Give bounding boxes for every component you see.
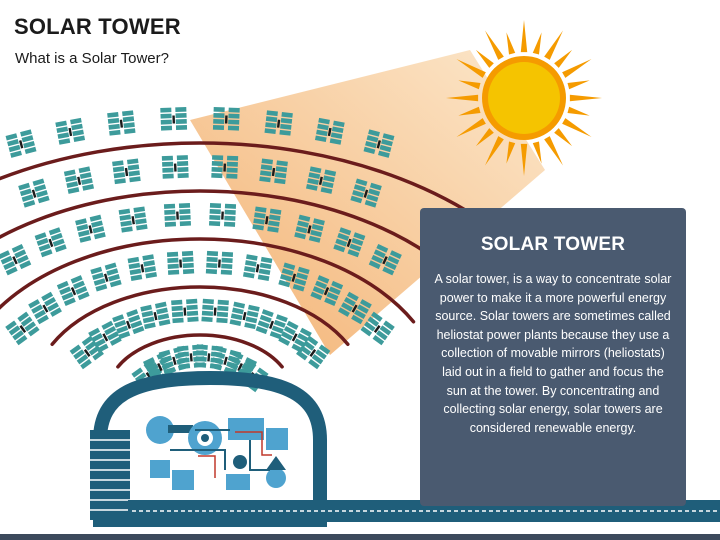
heliostat-icon <box>212 107 240 131</box>
heliostat-icon <box>205 250 234 275</box>
sun-ray <box>485 30 504 60</box>
heliostat-track <box>0 237 416 324</box>
heliostat-icon <box>140 301 171 330</box>
sun-ray <box>562 118 592 137</box>
heliostat-icon <box>160 107 188 131</box>
sun-ray <box>456 59 486 78</box>
heliostat-icon <box>18 178 50 208</box>
heliostat-icon <box>278 320 312 353</box>
heliostat-icon <box>333 227 366 258</box>
plant-pillar-left <box>90 430 130 520</box>
heliostat-icon <box>255 309 288 340</box>
sun-ray <box>446 94 479 102</box>
sun-ray <box>458 106 481 116</box>
heliostat-icon <box>363 129 395 158</box>
sun-ray <box>520 143 528 176</box>
info-box: SOLAR TOWER A solar tower, is a way to c… <box>420 208 686 506</box>
heliostat-icon <box>161 155 189 179</box>
heliostat-icon <box>0 243 32 276</box>
heliostat-icon <box>259 158 288 185</box>
sun-ray <box>485 136 504 166</box>
heliostat-icon <box>88 320 122 353</box>
sun-ray <box>554 49 573 68</box>
info-box-text: A solar tower, is a way to concentrate s… <box>434 272 672 435</box>
heliostat-icon <box>112 158 141 185</box>
heliostat-track <box>50 285 350 347</box>
heliostat-icon <box>107 110 136 136</box>
slide-title: SOLAR TOWER <box>14 14 181 39</box>
heliostat-icon <box>28 291 62 325</box>
heliostat-icon <box>5 129 37 158</box>
plant-dome <box>93 370 327 527</box>
heliostat-icon <box>163 202 192 227</box>
heliostat-icon <box>310 275 344 307</box>
sun-icon <box>446 20 602 176</box>
heliostat-icon <box>127 254 158 281</box>
heliostat-track <box>116 333 284 369</box>
heliostat-icon <box>75 214 106 243</box>
heliostat-icon <box>278 262 310 292</box>
heliostat-icon <box>360 311 395 346</box>
heliostat-icon <box>211 155 239 179</box>
heliostat-icon <box>338 291 372 325</box>
sun-core <box>488 62 560 134</box>
heliostat-icon <box>5 311 40 346</box>
heliostat-icon <box>171 298 199 324</box>
heliostat-icon <box>229 301 260 330</box>
heliostat-icon <box>242 254 273 281</box>
sun-ray <box>569 94 602 102</box>
heliostat-icon <box>56 275 90 307</box>
sun-ray <box>567 106 590 116</box>
heliostat-track <box>0 189 481 301</box>
sun-ray <box>475 128 494 147</box>
sun-ray <box>544 136 563 166</box>
sun-ray <box>458 80 481 90</box>
slide-subtitle: What is a Solar Tower? <box>15 50 169 67</box>
heliostat-icon <box>294 214 325 243</box>
heliostat-icon <box>201 298 229 324</box>
heliostat-icon <box>296 335 331 370</box>
heliostat-icon <box>208 202 237 227</box>
heliostat-icon <box>69 335 104 370</box>
heliostat-icon <box>63 166 95 194</box>
plant-machinery <box>146 416 288 490</box>
heliostat-icon <box>314 117 345 145</box>
sun-ray <box>520 20 528 53</box>
sun-ray <box>567 80 590 90</box>
heliostat-icon <box>368 243 402 276</box>
sun-ray <box>475 49 494 68</box>
heliostat-icon <box>34 227 67 258</box>
info-box-title: SOLAR TOWER <box>480 234 626 255</box>
sun-ray <box>506 32 516 55</box>
heliostat-icon <box>55 117 86 145</box>
sun-ray <box>544 30 563 60</box>
heliostat-icon <box>118 206 148 233</box>
sun-ray <box>554 128 573 147</box>
sun-ray <box>562 59 592 78</box>
footer-strip <box>0 534 720 540</box>
sun-ray <box>532 32 542 55</box>
heliostat-icon <box>305 166 337 194</box>
heliostat-icon <box>166 250 195 275</box>
heliostat-icon <box>264 110 293 136</box>
sun-ray <box>456 118 486 137</box>
heliostat-icon <box>350 178 382 208</box>
sun-ray <box>532 141 542 164</box>
heliostat-icon <box>90 262 122 292</box>
power-plant-icon <box>90 370 720 527</box>
heliostat-icon <box>252 206 282 233</box>
sun-ray <box>506 141 516 164</box>
plant-stairs <box>90 439 130 511</box>
heliostat-icon <box>112 309 145 340</box>
